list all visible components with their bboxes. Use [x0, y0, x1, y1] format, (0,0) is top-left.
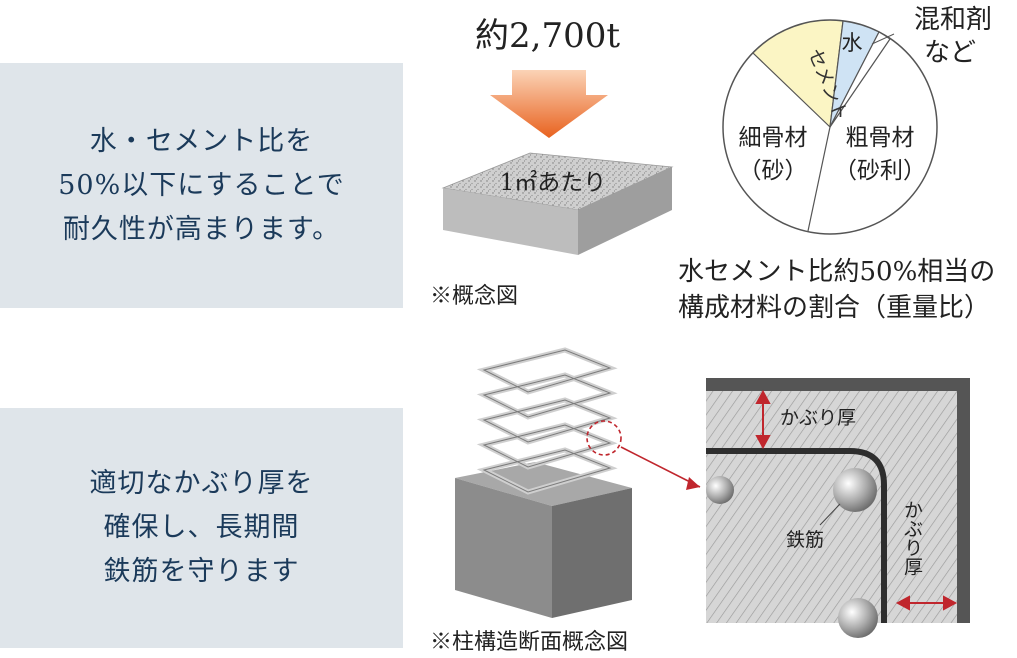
pie-label-admixture: 混和剤: [914, 5, 992, 35]
rebar-circle: [838, 598, 878, 638]
weight-label: 約2,700t: [475, 16, 620, 56]
column-note: ※柱構造断面概念図: [430, 630, 629, 655]
leader-line: [871, 33, 895, 45]
rebar-label: 鉄筋: [786, 529, 824, 551]
pie-caption: 水セメント比約50%相当の 構成材料の割合（重量比）: [678, 254, 995, 326]
mix-ratio-pie: [722, 19, 938, 235]
pie-label-admixture-2: など: [924, 38, 976, 68]
cover-arrow-vertical: [755, 389, 771, 450]
pie-caption-line: 水セメント比約50%相当の: [678, 257, 996, 287]
down-arrow-icon: [490, 70, 608, 138]
detail-leader: [620, 446, 701, 488]
concrete-block: [441, 152, 674, 255]
column-illustration: [455, 331, 701, 618]
panel-line: 50%以下にすることで: [58, 169, 345, 201]
panel-line: 耐久性が高まります。: [62, 213, 341, 245]
concept-note: ※概念図: [430, 284, 519, 309]
panel-line: 水・セメント比を: [89, 125, 314, 157]
pie-label-coarse-2: （砂利）: [834, 158, 926, 184]
info-panel-cover: 適切なかぶり厚を 確保し、長期間 鉄筋を守ります: [0, 408, 403, 648]
pie-divider: [807, 126, 831, 232]
cover-arrow-horizontal: [895, 595, 958, 611]
pie-label-water: 水: [842, 31, 863, 55]
pie-label-fine: 細骨材: [739, 125, 808, 151]
cross-section-detail: [706, 378, 970, 638]
rebar-circle: [833, 468, 877, 512]
detail-marker: [586, 420, 622, 456]
pie-slice-cement: [752, 19, 844, 129]
block-label: 1㎡あたり: [500, 170, 607, 196]
cover-label-side: かぶり厚: [901, 500, 923, 576]
cover-label-top: かぶり厚: [780, 407, 856, 429]
info-panel-durability: 水・セメント比を 50%以下にすることで 耐久性が高まります。: [0, 63, 403, 308]
panel-line: 鉄筋を守ります: [103, 556, 300, 587]
pie-label-coarse: 粗骨材: [846, 125, 915, 151]
pie-caption-line: 構成材料の割合（重量比）: [678, 293, 991, 323]
panel-line: 確保し、長期間: [103, 512, 300, 543]
rebar-leader: [819, 503, 841, 526]
rebar-circle: [706, 476, 734, 504]
panel-line: 適切なかぶり厚を: [89, 468, 314, 499]
pie-label-fine-2: （砂）: [739, 158, 808, 184]
pie-slice-admixture: [829, 31, 891, 128]
